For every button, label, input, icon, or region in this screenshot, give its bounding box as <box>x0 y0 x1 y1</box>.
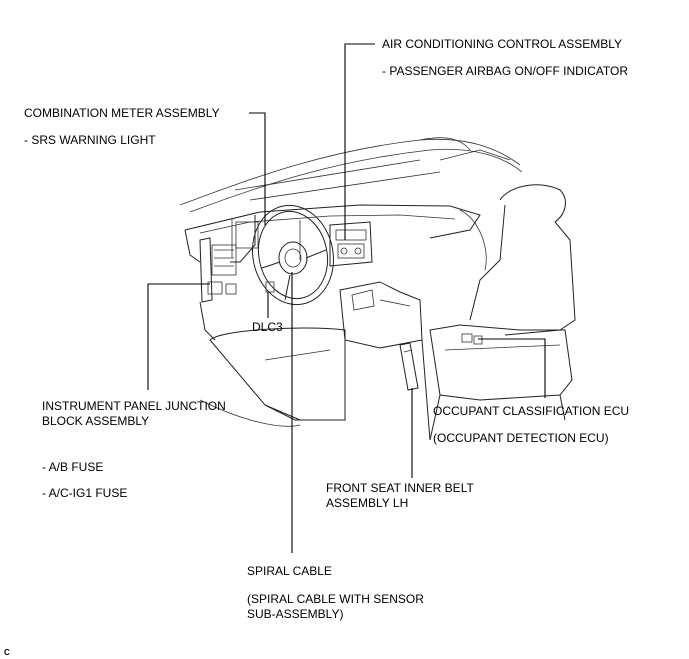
instrument-panel-label-line1: INSTRUMENT PANEL JUNCTION <box>42 399 226 413</box>
dashboard <box>184 204 481 263</box>
front-seat-label-line2: ASSEMBLY LH <box>326 496 409 510</box>
leader-air-conditioning <box>344 43 375 240</box>
leader-occupant-ecu <box>478 338 546 398</box>
ab-fuse-label: - A/B FUSE <box>42 460 104 474</box>
steering-wheel <box>252 204 334 306</box>
leader-combination-meter <box>249 112 266 225</box>
figure-code: C <box>4 648 10 657</box>
floor-outline <box>199 149 511 427</box>
air-conditioning-label: AIR CONDITIONING CONTROL ASSEMBLY <box>382 37 623 51</box>
windshield-outline <box>179 137 523 213</box>
passenger-seat <box>429 184 576 441</box>
junction-block-area <box>199 237 237 341</box>
dlc3-label: DLC3 <box>252 320 283 334</box>
front-seat-label-line1: FRONT SEAT INNER BELT <box>326 481 474 495</box>
seat-belt-buckle <box>399 342 419 391</box>
passenger-airbag-label: - PASSENGER AIRBAG ON/OFF INDICATOR <box>382 64 629 78</box>
acig1-fuse-label: - A/C-IG1 FUSE <box>42 486 128 500</box>
spiral-sensor-label-line2: SUB-ASSEMBLY) <box>247 607 344 621</box>
leader-junction-block <box>147 283 210 390</box>
spiral-sensor-label-line1: (SPIRAL CABLE WITH SENSOR <box>247 592 424 606</box>
srs-warning-label: - SRS WARNING LIGHT <box>24 133 156 147</box>
driver-seat <box>209 327 346 421</box>
leader-lines <box>147 43 546 553</box>
instrument-panel-label-line2: BLOCK ASSEMBLY <box>42 414 150 428</box>
spiral-cable-label: SPIRAL CABLE <box>247 564 332 578</box>
occupant-ecu-label: OCCUPANT CLASSIFICATION ECU <box>433 404 630 418</box>
occupant-detection-label: (OCCUPANT DETECTION ECU) <box>433 431 609 445</box>
combination-meter-label: COMBINATION METER ASSEMBLY <box>24 106 220 120</box>
center-console <box>329 221 431 441</box>
